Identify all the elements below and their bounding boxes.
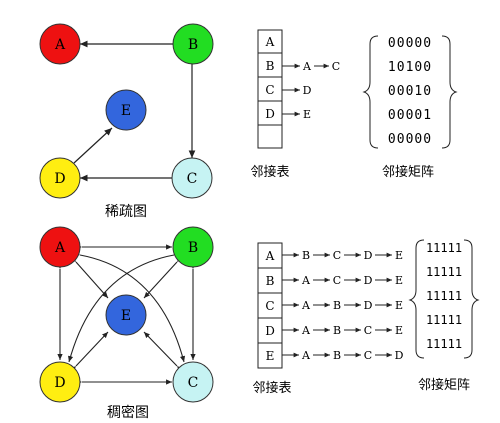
sparse-matrix-row-5: 00000 [388, 132, 432, 147]
node-a: A [39, 23, 81, 65]
sparse-graph: A B E D C 稀疏图 [39, 23, 214, 220]
dense-e-n3: C [364, 349, 372, 362]
sparse-d-n1: E [303, 108, 311, 121]
edge-a-e [70, 255, 109, 299]
dense-a-n2: C [333, 249, 341, 262]
dense-matrix: 11111 11111 11111 11111 11111 邻接矩阵 [408, 239, 480, 393]
edge-d-e2 [70, 331, 109, 373]
edge-d-e [73, 127, 113, 164]
dense-node-c: C [172, 361, 214, 403]
dense-b-n3: D [364, 274, 373, 287]
dense-matrix-row-2: 11111 [426, 265, 462, 279]
sparse-head-c: C [265, 83, 274, 97]
sparse-head-a: A [265, 35, 275, 49]
node-c-label: C [187, 171, 198, 187]
dense-node-c-label: C [188, 375, 199, 391]
dense-c-n1: A [301, 299, 311, 312]
sparse-adj-list: A B C D A C D E 邻接表 [250, 29, 340, 180]
dense-node-a: A [39, 226, 81, 268]
dense-caption: 稠密图 [107, 404, 149, 421]
dense-e-n2: B [333, 349, 341, 362]
node-e-label: E [121, 103, 131, 119]
sparse-matrix: 00000 10100 00010 00001 00000 邻接矩阵 [362, 35, 458, 180]
dense-head-a: A [265, 249, 275, 263]
dense-b-n1: A [301, 274, 311, 287]
dense-node-d: D [39, 361, 81, 403]
dense-node-e-label: E [121, 308, 131, 324]
dense-a-n1: B [302, 249, 310, 262]
dense-head-e: E [266, 349, 275, 363]
sparse-list-caption: 邻接表 [250, 164, 289, 180]
dense-d-n2: B [333, 324, 341, 337]
sparse-matrix-row-3: 00010 [388, 84, 432, 99]
dense-c-n4: E [395, 299, 403, 312]
dense-matrix-row-1: 11111 [426, 241, 462, 255]
dense-node-e: E [105, 294, 147, 336]
dense-e-n1: A [301, 349, 311, 362]
dense-head-b: B [266, 274, 275, 288]
dense-node-a-label: A [54, 240, 66, 256]
node-b: B [172, 23, 214, 65]
dense-c-n3: D [364, 299, 373, 312]
dense-matrix-row-5: 11111 [426, 337, 462, 351]
dense-graph: A B E D C 稠密图 [39, 226, 214, 421]
dense-a-n3: D [364, 249, 373, 262]
sparse-matrix-row-2: 10100 [388, 60, 432, 75]
dense-list-caption: 邻接表 [252, 380, 291, 396]
node-b-label: B [188, 37, 198, 53]
node-d: D [39, 157, 81, 199]
dense-b-n4: E [395, 274, 403, 287]
dense-node-b-label: B [188, 240, 198, 256]
dense-b-n2: C [333, 274, 341, 287]
sparse-head-b: B [266, 59, 275, 73]
dense-d-n3: C [364, 324, 372, 337]
dense-adj-list: A B C D E B C D E A C D E A B D E A B [252, 242, 404, 396]
sparse-b-n2: C [332, 60, 340, 73]
dense-d-n1: A [301, 324, 311, 337]
dense-matrix-row-4: 11111 [426, 313, 462, 327]
sparse-c-n1: D [303, 84, 312, 97]
edge-c-e [143, 331, 184, 373]
dense-head-c: C [265, 299, 274, 313]
dense-c-n2: B [333, 299, 341, 312]
dense-d-n4: E [395, 324, 403, 337]
dense-a-n4: E [395, 249, 403, 262]
dense-node-d-label: D [54, 375, 65, 391]
node-e: E [105, 89, 147, 131]
edge-b-d [68, 251, 181, 363]
dense-e-n4: D [395, 349, 404, 362]
dense-matrix-caption: 邻接矩阵 [418, 377, 470, 393]
node-d-label: D [54, 171, 65, 187]
sparse-b-n1: A [302, 60, 312, 73]
dense-head-d: D [265, 324, 275, 338]
node-c: C [171, 157, 213, 199]
sparse-matrix-row-1: 00000 [388, 36, 432, 51]
node-a-label: A [54, 37, 66, 53]
sparse-matrix-caption: 邻接矩阵 [382, 164, 434, 180]
sparse-matrix-row-4: 00001 [388, 108, 432, 123]
sparse-head-d: D [265, 107, 275, 121]
dense-node-b: B [172, 226, 214, 268]
sparse-caption: 稀疏图 [105, 204, 147, 220]
dense-matrix-row-3: 11111 [426, 289, 462, 303]
